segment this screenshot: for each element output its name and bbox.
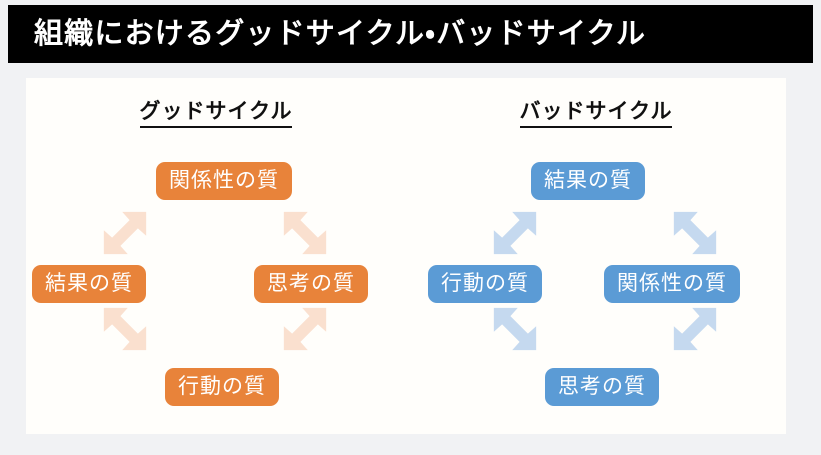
bad-cycle-node-right[interactable]: 関係性の質 xyxy=(604,265,740,304)
bad-cycle-arrow-up-left-icon xyxy=(492,306,538,352)
bad-cycle-arrow-down-right-icon xyxy=(672,210,718,256)
good-cycle-diagram: グッドサイクル 関係性の質 思考の質 行動の質 結果の質 xyxy=(26,78,406,434)
good-cycle-node-right[interactable]: 思考の質 xyxy=(254,265,368,304)
bad-cycle-arrow-up-right-icon xyxy=(492,210,538,256)
bad-cycle-node-left[interactable]: 行動の質 xyxy=(428,265,542,304)
bad-cycle-node-bottom[interactable]: 思考の質 xyxy=(545,368,659,407)
bad-cycle-heading-text: バッドサイクル xyxy=(519,100,673,128)
good-cycle-arrow-down-right-icon xyxy=(282,210,328,256)
good-cycle-arrow-up-right-icon xyxy=(102,210,148,256)
title-bar: 組織におけるグッドサイクル・バッドサイクル xyxy=(8,5,813,63)
bad-cycle-diagram: バッドサイクル 結果の質 関係性の質 思考の質 行動の質 xyxy=(406,78,786,434)
good-cycle-heading: グッドサイクル xyxy=(26,95,406,128)
bad-cycle-heading: バッドサイクル xyxy=(406,95,786,128)
page-title: 組織におけるグッドサイクル・バッドサイクル xyxy=(34,17,647,50)
bad-cycle-node-top[interactable]: 結果の質 xyxy=(531,162,645,201)
good-cycle-arrow-down-left-icon xyxy=(282,306,328,352)
content-card: グッドサイクル 関係性の質 思考の質 行動の質 結果の質 xyxy=(26,78,786,434)
good-cycle-node-bottom[interactable]: 行動の質 xyxy=(165,368,279,407)
bad-cycle-arrow-down-left-icon xyxy=(672,306,718,352)
good-cycle-node-top[interactable]: 関係性の質 xyxy=(156,162,292,201)
good-cycle-arrow-up-left-icon xyxy=(102,306,148,352)
good-cycle-node-left[interactable]: 結果の質 xyxy=(32,265,146,304)
good-cycle-heading-text: グッドサイクル xyxy=(139,100,293,128)
